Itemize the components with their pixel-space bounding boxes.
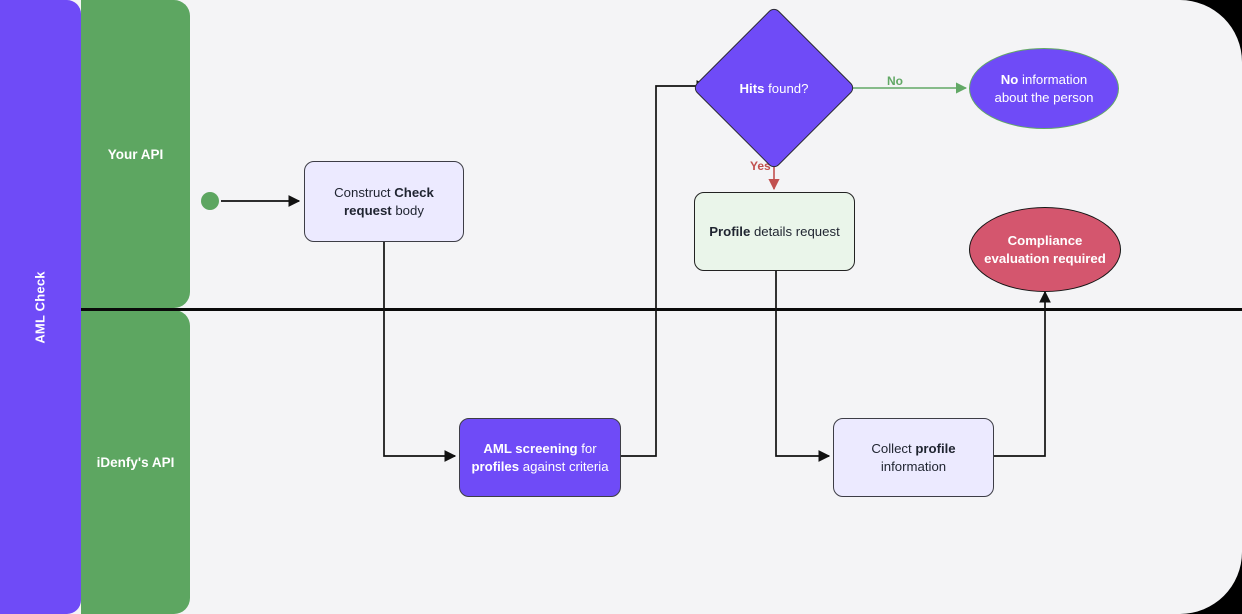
node-hits-found-label-suffix: found? (764, 80, 809, 96)
node-construct-label: Construct Check request body (313, 184, 455, 219)
node-construct-label-suffix: body (391, 202, 424, 218)
node-aml-screening-label-mid: for (577, 441, 597, 457)
node-no-information-label-suffix: information about the person (994, 72, 1094, 105)
node-aml-screening-label-bold-2: profiles (471, 458, 520, 474)
node-aml-screening-label-suffix: against criteria (519, 458, 609, 474)
start-event-node[interactable] (201, 192, 219, 210)
node-construct-label-bold: Check request (344, 185, 434, 218)
node-compliance-evaluation-required[interactable]: Compliance evaluation required (969, 207, 1121, 292)
lane-header-idenfy-api-label: iDenfy's API (96, 454, 175, 470)
node-compliance-label: Compliance evaluation required (984, 233, 1106, 266)
node-construct-check-request-body[interactable]: Construct Check request body (304, 161, 464, 242)
pool-title-aml-check: AML Check (0, 0, 81, 614)
node-collect-profile-label-suffix: information (880, 458, 947, 474)
node-profile-details-request[interactable]: Profile details request (694, 192, 855, 271)
node-hits-found-label: Hits found? (716, 30, 832, 146)
node-no-information-label-bold: No (1000, 72, 1019, 88)
node-collect-profile-information[interactable]: Collect profile information (833, 418, 994, 497)
node-no-information-about-the-person[interactable]: No information about the person (969, 48, 1119, 129)
node-aml-screening[interactable]: AML screening for profiles against crite… (459, 418, 621, 497)
node-hits-found-decision[interactable]: Hits found? (691, 5, 857, 171)
lane-header-idenfy-api: iDenfy's API (81, 310, 190, 614)
node-collect-profile-label-prefix: Collect (871, 441, 916, 457)
lane-divider (81, 308, 1242, 311)
node-collect-profile-label-bold: profile (915, 441, 956, 457)
node-no-information-label: No information about the person (984, 71, 1104, 106)
node-aml-screening-label: AML screening for profiles against crite… (468, 440, 612, 475)
node-construct-label-prefix: Construct (334, 185, 395, 201)
node-hits-found-label-bold: Hits (739, 80, 765, 96)
node-profile-details-label-suffix: details request (750, 223, 840, 239)
node-profile-details-label-bold: Profile (709, 223, 751, 239)
node-profile-details-label: Profile details request (709, 223, 839, 240)
lane-header-your-api: Your API (81, 0, 190, 308)
lane-header-your-api-label: Your API (107, 146, 164, 162)
pool-title-label: AML Check (32, 270, 48, 344)
node-collect-profile-label: Collect profile information (842, 440, 985, 475)
edge-label-no: No (887, 74, 903, 88)
node-aml-screening-label-bold-1: AML screening (483, 441, 578, 457)
